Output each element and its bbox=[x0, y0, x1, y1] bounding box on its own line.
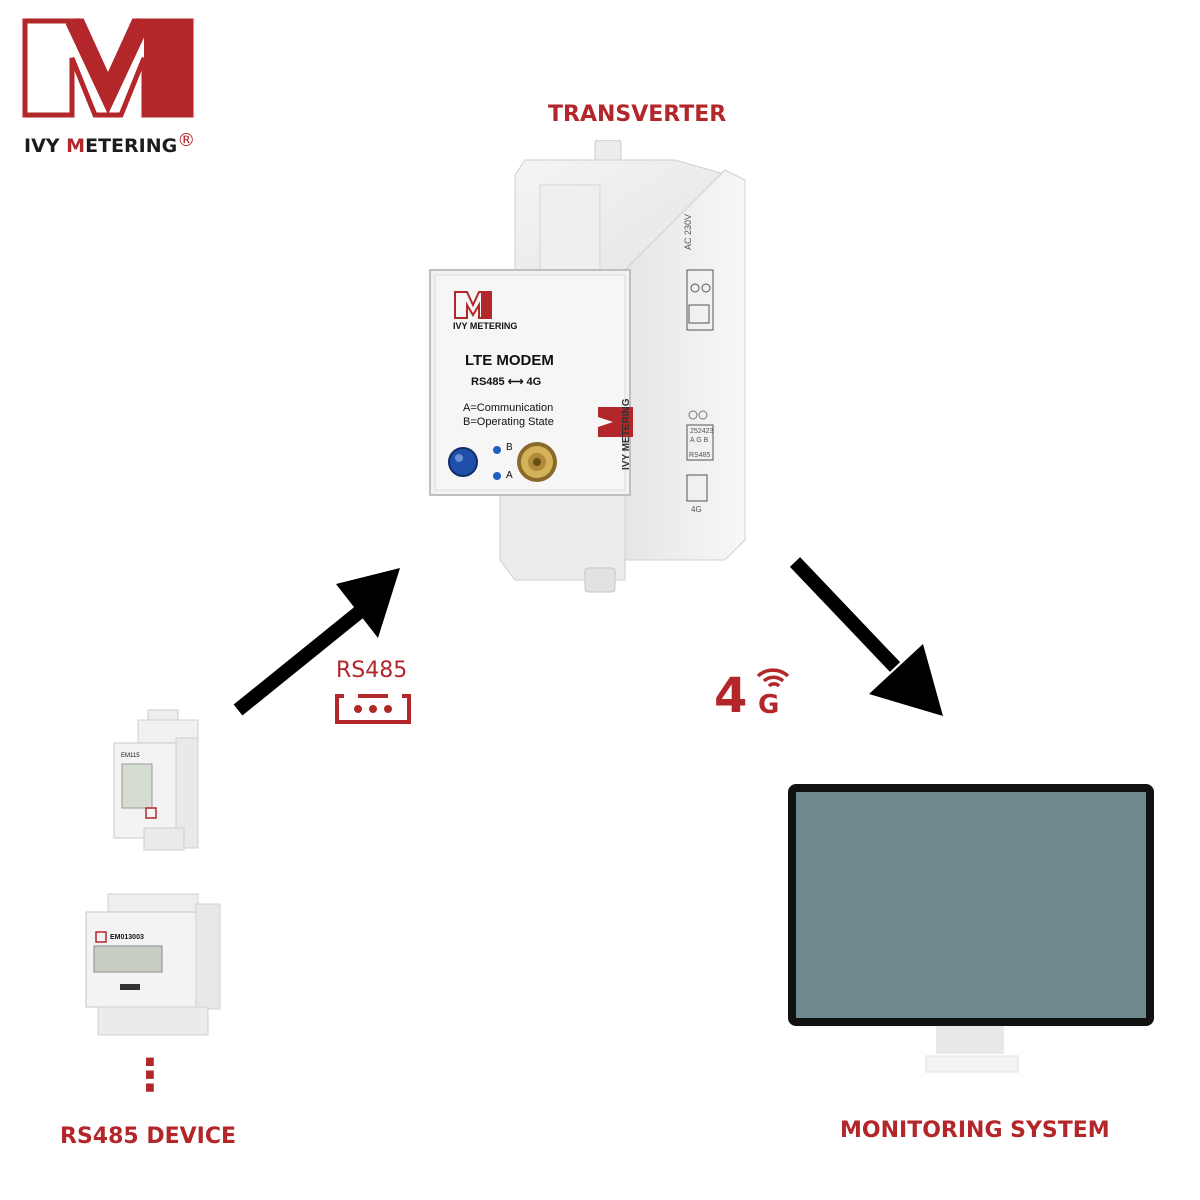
side-4g: 4G bbox=[691, 505, 702, 514]
term-23: 23 bbox=[705, 428, 714, 435]
term-24: 24 bbox=[697, 428, 706, 435]
modem-rs485-4g: RS485 ⟷ 4G bbox=[471, 375, 541, 388]
4g-link: 4 G bbox=[714, 660, 804, 730]
brand-logo: IVY METERING® bbox=[22, 18, 222, 168]
modem-brand-text: IVY METERING bbox=[453, 321, 518, 331]
monitor-icon bbox=[788, 784, 1154, 1073]
registered-mark: ® bbox=[177, 130, 196, 151]
4g-letter: G bbox=[758, 690, 780, 720]
led-a-label: A bbox=[506, 470, 513, 481]
more-devices-dots: ⋮ bbox=[128, 1050, 172, 1101]
transverter-label: TRANSVERTER bbox=[548, 102, 727, 127]
small-energy-meter: EM115 bbox=[108, 708, 208, 858]
term-b: B bbox=[703, 437, 709, 444]
brand-name-first: IVY bbox=[24, 135, 60, 157]
led-b-label: B bbox=[506, 442, 513, 453]
modem-4g: 4G bbox=[526, 376, 542, 388]
brand-m-logo-icon bbox=[22, 18, 194, 118]
lte-modem-housing bbox=[429, 140, 746, 593]
rs485-link-label: RS485 bbox=[336, 658, 408, 683]
monitor bbox=[786, 782, 1158, 1078]
4g-digit: 4 bbox=[714, 668, 748, 724]
large-energy-meter: EM013003 bbox=[78, 892, 228, 1042]
small-meter-housing bbox=[113, 709, 199, 851]
large-meter-model: EM013003 bbox=[110, 934, 144, 941]
modem-title: LTE MODEM bbox=[465, 352, 554, 369]
wifi-signal-icon bbox=[756, 668, 790, 688]
term-25: 25 bbox=[690, 428, 698, 435]
large-meter-housing bbox=[85, 893, 221, 1036]
brand-name-m: M bbox=[66, 135, 86, 157]
brand-name-rest: ETERING bbox=[85, 135, 178, 157]
side-brand: IVY METERING bbox=[621, 398, 632, 471]
lte-modem-device: IVY METERING LTE MODEM RS485 ⟷ 4G A=Comm… bbox=[425, 140, 755, 600]
brand-name: IVY METERING® bbox=[24, 130, 195, 157]
term-g: G bbox=[696, 437, 702, 444]
side-voltage: AC 230V bbox=[683, 213, 693, 250]
arrow-up-right-icon bbox=[233, 568, 400, 716]
term-a: A bbox=[690, 437, 695, 444]
small-meter-model: EM115 bbox=[121, 753, 140, 759]
modem-rs485: RS485 bbox=[471, 376, 505, 388]
modem-line-b: B=Operating State bbox=[463, 416, 554, 428]
monitoring-system-label: MONITORING SYSTEM bbox=[840, 1118, 1110, 1143]
side-terminals: 252423 A G B bbox=[690, 427, 713, 445]
modem-arrow: ⟷ bbox=[507, 376, 524, 388]
side-rs485: RS485 bbox=[689, 452, 711, 459]
modem-line-a: A=Communication bbox=[463, 402, 554, 414]
arrow-down-right-icon bbox=[789, 557, 943, 716]
rs485-device-label: RS485 DEVICE bbox=[60, 1124, 237, 1149]
rs485-connector-icon bbox=[335, 692, 411, 724]
